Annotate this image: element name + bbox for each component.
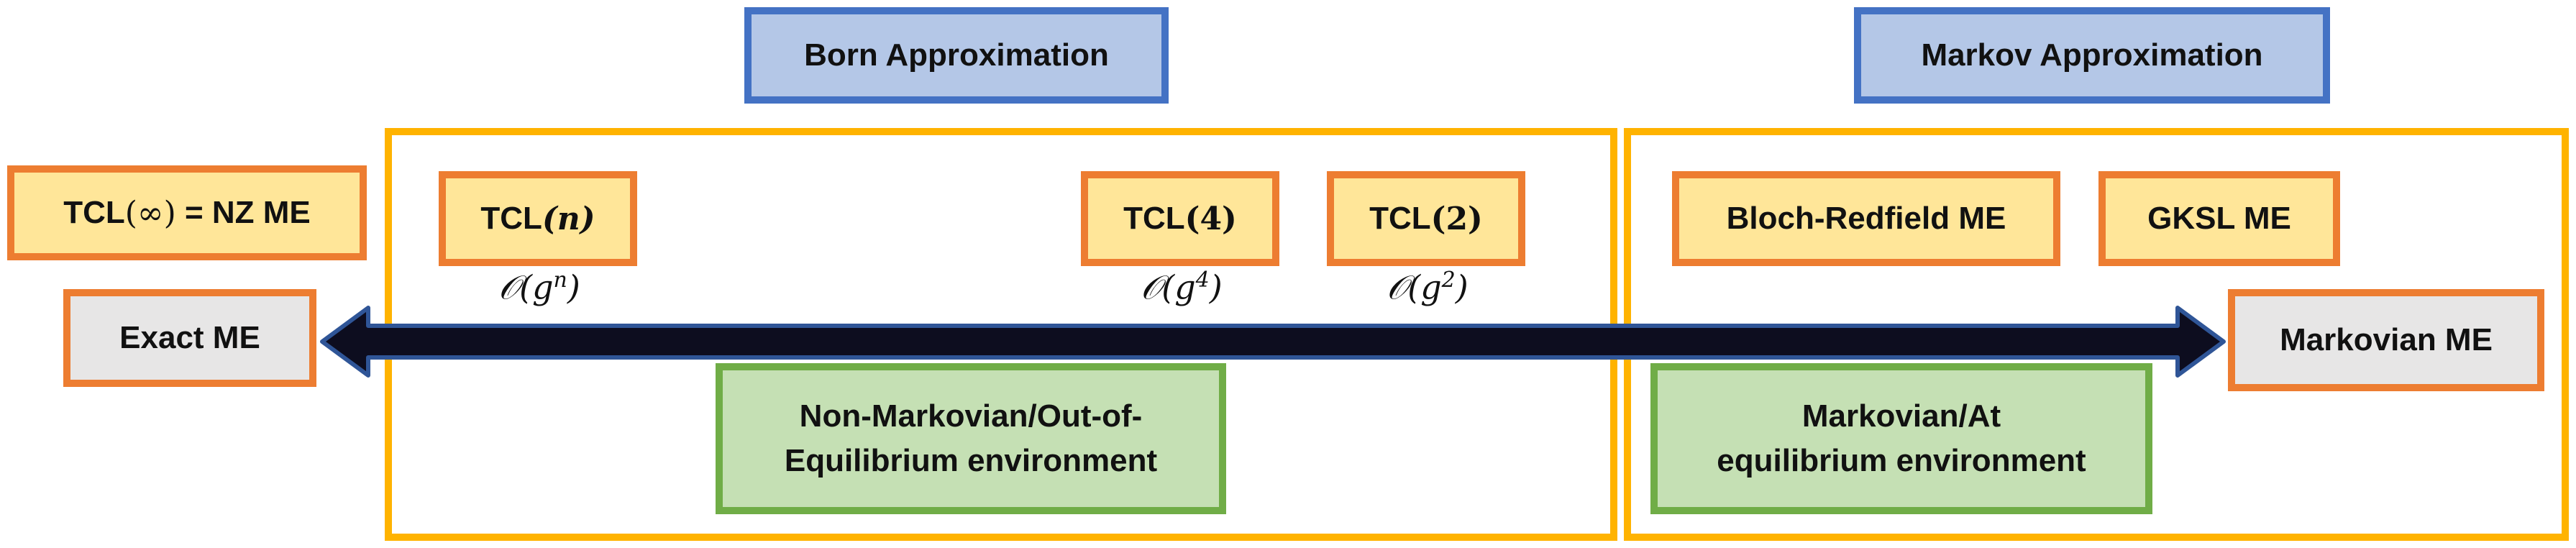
spectrum-arrow [320, 306, 2226, 378]
tcl-2-box: TCL (2) [1327, 171, 1525, 266]
tcl-infinity-arg: (∞) [124, 194, 176, 232]
exact-me-text: Exact ME [119, 320, 260, 355]
tcl-2-prefix: TCL [1369, 201, 1431, 236]
markovian-me-box: Markovian ME [2228, 289, 2544, 391]
markov-approximation-text: Markov Approximation [1921, 37, 2263, 73]
tcl-infinity-box: TCL (∞) = NZ ME [7, 165, 367, 260]
markov-approximation-label: Markov Approximation [1854, 7, 2330, 104]
gksl-box: GKSL ME [2098, 171, 2340, 266]
markovian-environment-box: Markovian/At equilibrium environment [1650, 363, 2152, 514]
tcl-4-arg: (4) [1184, 200, 1237, 237]
markovian-me-text: Markovian ME [2280, 322, 2493, 357]
bloch-redfield-text: Bloch-Redfield ME [1726, 201, 2006, 236]
non-markovian-line2: Equilibrium environment [784, 443, 1158, 478]
order-4-label: 𝒪(g4) [1095, 268, 1268, 308]
order-2-exp: 2 [1441, 268, 1456, 293]
born-approximation-text: Born Approximation [804, 37, 1109, 73]
markovian-env-line1: Markovian/At [1801, 398, 2001, 434]
tcl-n-box: TCL (n) [439, 171, 637, 266]
order-n-label: 𝒪(gn) [453, 268, 626, 308]
tcl-4-prefix: TCL [1123, 201, 1185, 236]
order-2-base: 𝒪(g [1387, 268, 1442, 307]
non-markovian-environment-box: Non-Markovian/Out-of- Equilibrium enviro… [716, 363, 1226, 514]
tcl-n-prefix: TCL [480, 201, 542, 236]
tcl-infinity-prefix: TCL [63, 195, 125, 230]
tcl-4-box: TCL (4) [1081, 171, 1279, 266]
order-4-base: 𝒪(g [1141, 268, 1196, 307]
markovian-env-line2: equilibrium environment [1717, 443, 2086, 478]
born-approximation-label: Born Approximation [744, 7, 1169, 104]
tcl-2-arg: (2) [1430, 200, 1483, 237]
gksl-text: GKSL ME [2147, 201, 2291, 236]
spectrum-arrow-shape [320, 306, 2226, 378]
order-4-close: ) [1209, 268, 1223, 307]
order-n-exp: n [553, 268, 567, 293]
order-n-base: 𝒪(g [498, 268, 554, 307]
order-2-label: 𝒪(g2) [1341, 268, 1514, 308]
exact-me-box: Exact ME [63, 289, 316, 387]
tcl-n-arg: (n) [542, 200, 595, 237]
non-markovian-line1: Non-Markovian/Out-of- [799, 398, 1143, 434]
bloch-redfield-box: Bloch-Redfield ME [1672, 171, 2060, 266]
order-4-exp: 4 [1195, 268, 1210, 293]
order-2-close: ) [1455, 268, 1469, 307]
order-n-close: ) [567, 268, 580, 307]
tcl-infinity-suffix: = NZ ME [175, 195, 311, 230]
